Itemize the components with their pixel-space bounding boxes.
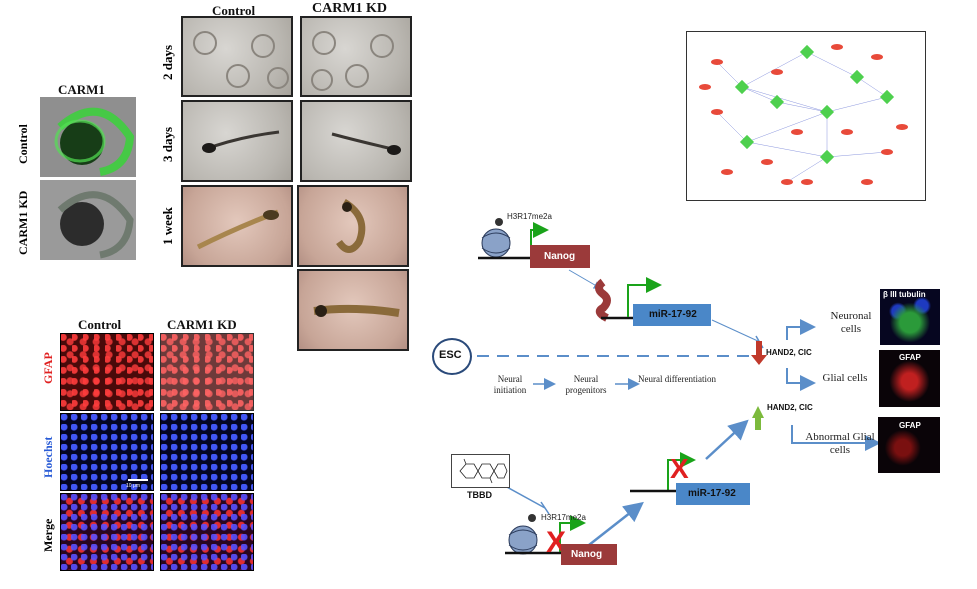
stain-merge-kd <box>160 493 254 571</box>
h3r17-top-label: H3R17me2a <box>507 212 552 221</box>
zf-kd-1week-2 <box>297 269 409 351</box>
beta3-label: β III tubulin <box>883 290 926 299</box>
stain-merge-control <box>60 493 154 571</box>
zf-control-1week <box>181 185 293 267</box>
to-abnormal-arrow <box>791 425 881 451</box>
hand2-bottom-label: HAND2, CIC <box>767 403 813 412</box>
zf-control-3days <box>181 100 293 182</box>
nanog-bottom-label: Nanog <box>571 549 603 560</box>
tbbd-molecule-figure <box>459 458 508 484</box>
stain-col-control: Control <box>78 317 122 332</box>
hand2-top-label: HAND2, CIC <box>766 348 812 357</box>
beta3-tubulin-image <box>880 289 940 345</box>
stage1-label: Neural initiation <box>493 374 527 395</box>
gfap-image-2 <box>878 417 940 473</box>
nanog-top-label: Nanog <box>544 251 576 262</box>
carm1-kd-image <box>40 180 136 260</box>
to-glial-arrow <box>786 368 816 391</box>
stain-col-kd: CARM1 KD <box>167 317 237 332</box>
mir-bottom-box <box>676 483 750 505</box>
nanog-bottom-to-mir-arrow <box>588 501 644 546</box>
zf-control-2days <box>181 16 293 97</box>
mir-bottom-promoter-arrow <box>667 452 696 490</box>
larva-figure <box>331 132 401 155</box>
stage3-label: Neural differentiation <box>637 374 717 384</box>
scale-bar-label: 10 μm <box>126 483 140 489</box>
mir-top-label: miR-17-92 <box>649 309 697 320</box>
fish-curled-figure <box>336 198 366 253</box>
network-graph-figure <box>699 44 908 185</box>
gfap2-label: GFAP <box>899 421 921 430</box>
zf-kd-3days <box>300 100 412 182</box>
mir-top-box <box>633 304 711 326</box>
hand2-up-arrow <box>752 406 764 430</box>
zf-kd-2days <box>300 16 412 97</box>
stain-hoechst-control <box>60 413 154 491</box>
gfap-image-1 <box>879 350 940 407</box>
mir-top-promoter-arrow <box>627 277 662 317</box>
neuronal-cells-label: Neuronal cells <box>830 310 872 335</box>
stain-gfap-kd <box>160 333 254 411</box>
mir-bottom-block-x: X <box>670 453 689 484</box>
stain-gfap-control <box>60 333 154 411</box>
bottom-nanog-promoter-arrow <box>559 515 586 552</box>
eggs-figure <box>311 31 394 91</box>
hand2-down-arrow <box>751 341 767 365</box>
mir-bottom-to-hand2-arrow <box>705 419 749 460</box>
zf-kd-1week <box>297 185 409 267</box>
mir-bottom-label: miR-17-92 <box>688 488 736 499</box>
carm1-control-image <box>40 97 136 177</box>
gfap1-label: GFAP <box>899 353 921 362</box>
esc-label: ESC <box>439 349 462 361</box>
eggs-figure <box>193 31 289 89</box>
scale-bar <box>128 479 148 481</box>
abnormal-glial-label: Abnormal Glial cells <box>805 431 875 456</box>
esc-circle <box>432 338 472 375</box>
carm1-title: CARM1 <box>58 82 105 97</box>
embryo-dim-figure <box>57 191 134 259</box>
embryo-green-figure <box>54 107 135 176</box>
bottom-chromatin-icon <box>508 514 538 555</box>
nanog-to-protein-arrow <box>568 269 602 290</box>
stage2-label: Neural progenitors <box>565 374 607 395</box>
tbbd-inhibit-line <box>504 485 546 509</box>
nanog-protein-icon <box>595 278 611 322</box>
fish-figure <box>313 304 400 317</box>
mir-inhibit-line <box>711 319 761 343</box>
top-chromatin-icon <box>481 218 511 258</box>
nanog-bottom-box <box>561 544 617 565</box>
tbbd-structure-box <box>451 454 510 488</box>
fish-figure <box>196 209 279 250</box>
zf-col-control: Control <box>212 3 256 18</box>
tbbd-label: TBBD <box>467 490 492 500</box>
glial-cells-label: Glial cells <box>822 372 868 384</box>
zf-col-kd: CARM1 KD <box>312 1 388 16</box>
larva-figure <box>202 130 280 153</box>
nanog-top-box <box>530 245 590 268</box>
h3r17-bottom-label: H3R17me2a <box>541 513 586 522</box>
to-neuronal-arrow <box>786 319 816 340</box>
network-inset <box>686 31 926 201</box>
stain-hoechst-kd <box>160 413 254 491</box>
